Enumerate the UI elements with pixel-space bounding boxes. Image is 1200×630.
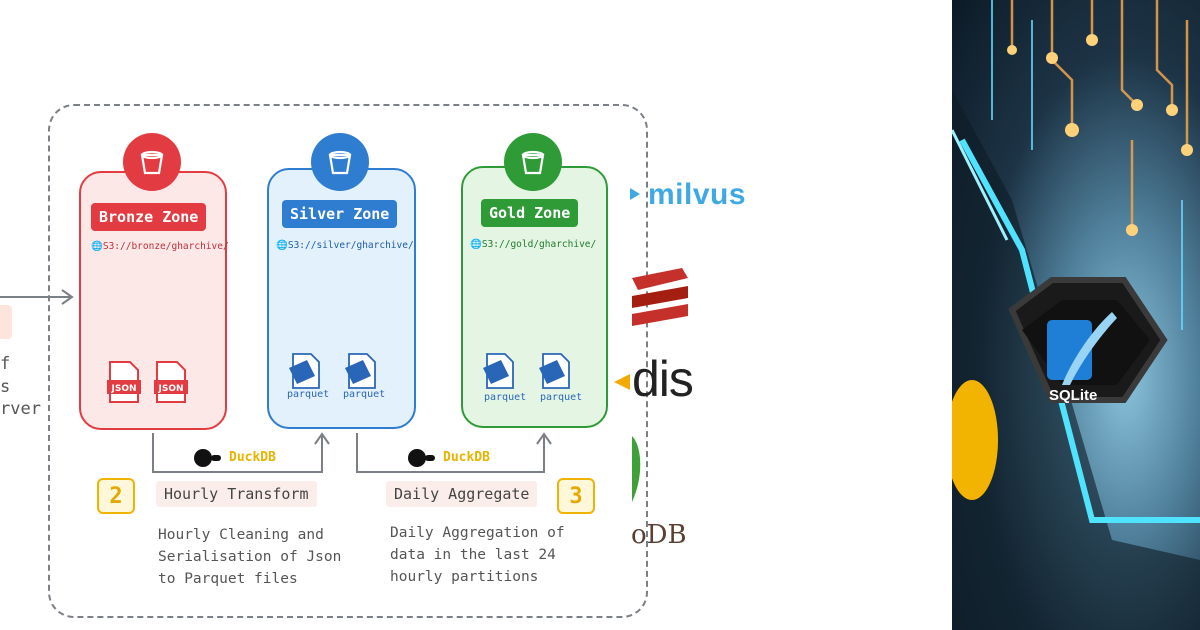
- bucket-icon: [504, 133, 562, 191]
- step-badge-3: 3: [557, 478, 595, 514]
- parquet-file-label: parquet: [484, 392, 527, 403]
- left-text-fragment-3: rver: [0, 399, 41, 419]
- json-file-icon: JSON: [153, 360, 189, 408]
- milvus-logo-text: milvus: [648, 178, 747, 211]
- zone-label-bronze: Bronze Zone: [91, 203, 207, 231]
- step-badge-2: 2: [97, 478, 135, 514]
- parquet-file-icon: [287, 352, 323, 394]
- redis-icon: [632, 268, 688, 338]
- redis-logo-text: dis: [632, 351, 694, 407]
- step-description-daily: Daily Aggregation of data in the last 24…: [390, 525, 565, 585]
- mongodb-logo-text: oDB: [631, 520, 687, 550]
- duckdb-icon: [193, 448, 225, 472]
- parquet-file-icon: [343, 352, 379, 394]
- left-text-fragment-1: f: [0, 354, 11, 374]
- zone-label-gold: Gold Zone: [481, 199, 579, 227]
- duckdb-icon: [407, 448, 439, 472]
- zone-path-bronze: 🌐S3://bronze/gharchive/: [91, 241, 229, 252]
- sqlite-logo-text: SQLite: [1049, 387, 1098, 404]
- zone-path-gold: 🌐S3://gold/gharchive/: [470, 239, 597, 250]
- parquet-file-icon: [537, 352, 573, 394]
- milvus-icon: [628, 184, 644, 208]
- left-cut-box: [0, 305, 12, 339]
- parquet-file-label: parquet: [540, 392, 583, 403]
- redis-arrow-icon: [612, 372, 632, 396]
- zone-path-silver: 🌐S3://silver/gharchive/: [276, 240, 414, 251]
- zone-label-silver: Silver Zone: [282, 200, 398, 228]
- json-file-icon: JSON: [106, 360, 142, 408]
- duckdb-label: DuckDB: [229, 450, 276, 465]
- parquet-file-label: parquet: [343, 389, 386, 400]
- duckdb-label: DuckDB: [443, 450, 490, 465]
- parquet-file-label: parquet: [287, 389, 330, 400]
- json-file-label: JSON: [157, 384, 183, 394]
- left-text-fragment-2: s: [0, 377, 11, 397]
- parquet-file-icon: [481, 352, 517, 394]
- bucket-icon: [123, 133, 181, 191]
- json-file-label: JSON: [110, 384, 136, 394]
- bucket-icon: [311, 133, 369, 191]
- step-title-daily-aggregate: Daily Aggregate: [386, 481, 538, 507]
- sqlite-image-panel: [952, 0, 1200, 630]
- pipeline-frame: [48, 104, 648, 618]
- step-title-hourly-transform: Hourly Transform: [156, 481, 317, 507]
- step-description-hourly: Hourly Cleaning and Serialisation of Jso…: [158, 527, 342, 587]
- mongodb-leaf-icon: [632, 436, 644, 506]
